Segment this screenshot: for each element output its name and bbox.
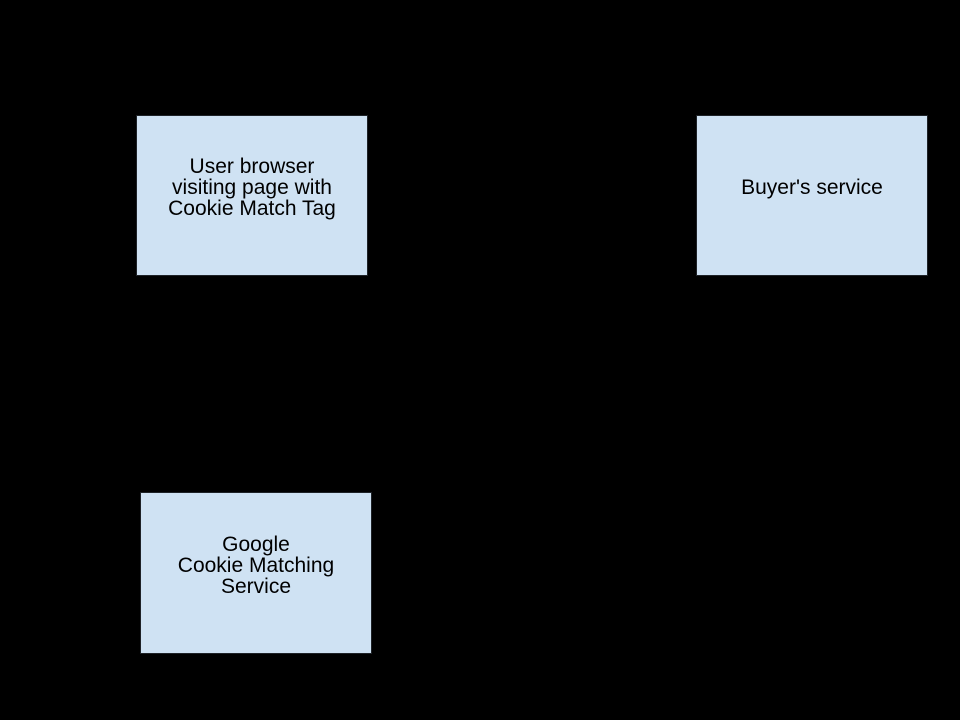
box-user-browser-label: User browser visiting page with Cookie M…: [168, 156, 336, 219]
box-buyers-service: Buyer's service: [696, 115, 928, 276]
box-google-cookie-matching-service: Google Cookie Matching Service: [140, 492, 372, 654]
box-label-line: Cookie Matching: [177, 553, 335, 577]
box-label-line: visiting page with: [172, 176, 332, 199]
box-label-line: Cookie Match Tag: [168, 197, 336, 220]
box-label-line: Buyer's service: [741, 176, 883, 199]
box-label-line: User browser: [189, 155, 315, 178]
box-buyers-service-label: Buyer's service: [741, 177, 883, 198]
box-google-cookie-matching-service-label: Google Cookie Matching Service: [178, 534, 334, 597]
box-label-line: Service: [220, 574, 291, 598]
box-user-browser: User browser visiting page with Cookie M…: [136, 115, 368, 276]
box-label-line: Google: [222, 532, 290, 556]
